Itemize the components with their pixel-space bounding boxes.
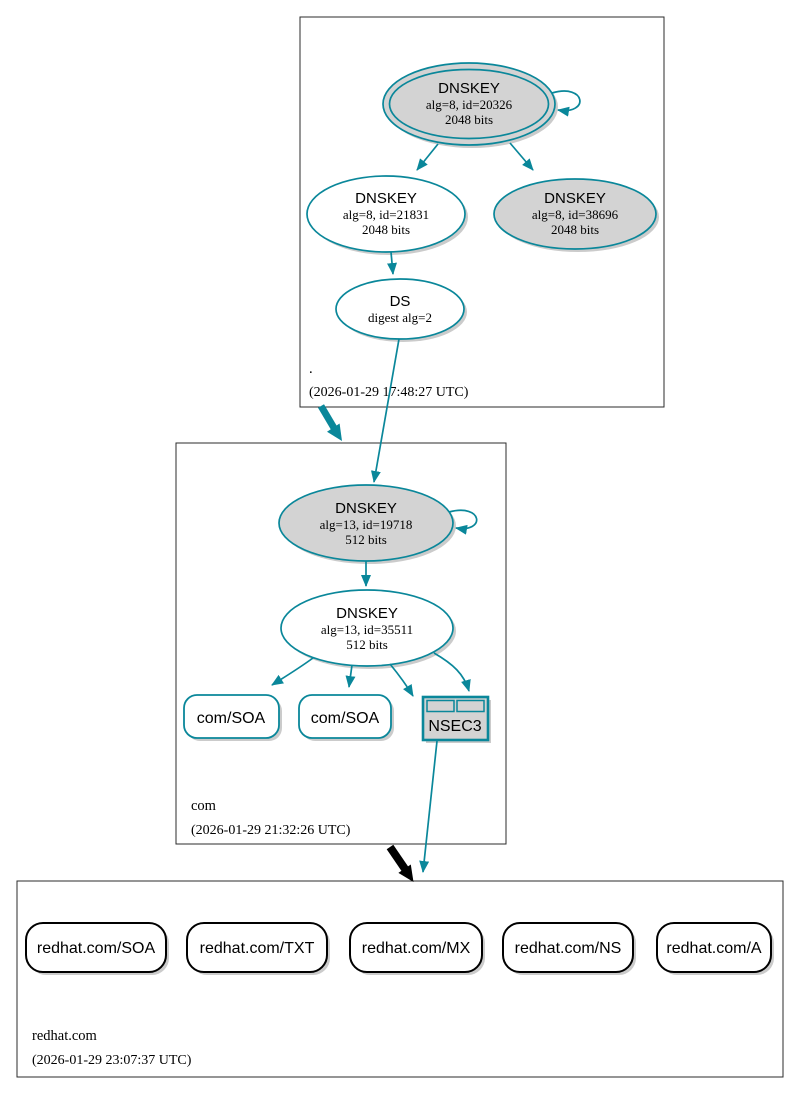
node-root-ds[interactable]: DS digest alg=2 xyxy=(335,278,467,342)
node-label: redhat.com/TXT xyxy=(200,940,315,957)
node-label: redhat.com/MX xyxy=(362,940,471,957)
node-title: DS xyxy=(390,293,411,310)
node-com-dnskey-ksk-19718[interactable]: DNSKEY alg=13, id=19718 512 bits xyxy=(278,484,456,564)
edge-com-zsk-to-nsec3-left xyxy=(389,663,414,697)
node-title: DNSKEY xyxy=(438,80,500,97)
zone-label-com: com xyxy=(191,798,217,814)
zone-timestamp-com: (2026-01-29 21:32:26 UTC) xyxy=(191,823,351,838)
zone-timestamp-redhat-com: (2026-01-29 23:07:37 UTC) xyxy=(32,1053,192,1068)
zone-box-root xyxy=(299,16,665,408)
edge-root-zsk-to-ds xyxy=(387,251,397,275)
node-detail: alg=13, id=35511 xyxy=(321,622,413,637)
graph-edges xyxy=(271,90,581,882)
node-detail: alg=8, id=20326 xyxy=(426,97,513,112)
node-title: DNSKEY xyxy=(335,500,397,517)
node-com-dnskey-zsk-35511[interactable]: DNSKEY alg=13, id=35511 512 bits xyxy=(280,589,456,669)
edge-delegation-com-to-redhat-com-head xyxy=(398,864,414,882)
edge-delegation-root-to-com-head xyxy=(327,423,342,441)
node-title: DNSKEY xyxy=(355,190,417,207)
node-detail: 2048 bits xyxy=(362,222,410,237)
node-detail: 2048 bits xyxy=(551,222,599,237)
edge-delegation-com-to-redhat-com xyxy=(386,844,409,872)
node-redhat-com-a[interactable]: redhat.com/A xyxy=(656,922,774,975)
node-detail: 512 bits xyxy=(345,532,387,547)
node-com-nsec3[interactable]: NSEC3 xyxy=(421,695,491,743)
node-label: com/SOA xyxy=(311,710,380,727)
node-label: redhat.com/SOA xyxy=(37,940,156,957)
node-label: redhat.com/A xyxy=(666,940,761,957)
node-title: DNSKEY xyxy=(336,605,398,622)
node-com-soa-2[interactable]: com/SOA xyxy=(298,694,394,741)
node-label: com/SOA xyxy=(197,710,266,727)
node-detail: alg=8, id=21831 xyxy=(343,207,429,222)
node-redhat-com-txt[interactable]: redhat.com/TXT xyxy=(186,922,330,975)
zone-box-redhat-com xyxy=(16,880,784,1078)
zone-label-redhat-com: redhat.com xyxy=(32,1028,98,1044)
node-detail: alg=8, id=38696 xyxy=(532,207,619,222)
node-root-dnskey-ksk-20326[interactable]: DNSKEY alg=8, id=20326 2048 bits xyxy=(382,62,558,148)
node-label: redhat.com/NS xyxy=(515,940,622,957)
node-root-dnskey-zsk-21831[interactable]: DNSKEY alg=8, id=21831 2048 bits xyxy=(306,175,468,255)
node-label: NSEC3 xyxy=(428,718,481,735)
edge-root-ksk-to-zsk xyxy=(416,143,439,171)
node-detail: 2048 bits xyxy=(445,112,493,127)
edge-ds-to-com-ksk xyxy=(370,338,400,483)
edge-delegation-root-to-com xyxy=(317,404,338,430)
zone-box-com xyxy=(175,442,507,845)
node-com-soa-1[interactable]: com/SOA xyxy=(183,694,282,741)
node-redhat-com-soa[interactable]: redhat.com/SOA xyxy=(25,922,169,975)
node-redhat-com-mx[interactable]: redhat.com/MX xyxy=(349,922,485,975)
edge-com-zsk-to-nsec3-right xyxy=(433,652,471,692)
node-detail: 512 bits xyxy=(346,637,388,652)
node-redhat-com-ns[interactable]: redhat.com/NS xyxy=(502,922,636,975)
edge-nsec3-to-redhat-com xyxy=(419,740,438,873)
zone-label-root: . xyxy=(309,361,313,377)
node-detail: digest alg=2 xyxy=(368,310,432,325)
node-detail: alg=13, id=19718 xyxy=(320,517,413,532)
edge-com-zsk-to-soa2 xyxy=(345,664,356,688)
edge-root-ksk-to-key38696 xyxy=(509,142,534,171)
node-root-dnskey-38696[interactable]: DNSKEY alg=8, id=38696 2048 bits xyxy=(493,178,659,252)
edge-com-zsk-to-soa1 xyxy=(271,657,314,686)
edge-root-ksk-selfsign xyxy=(551,90,581,117)
edge-com-ksk-selfsign xyxy=(448,509,478,535)
node-title: DNSKEY xyxy=(544,190,606,207)
